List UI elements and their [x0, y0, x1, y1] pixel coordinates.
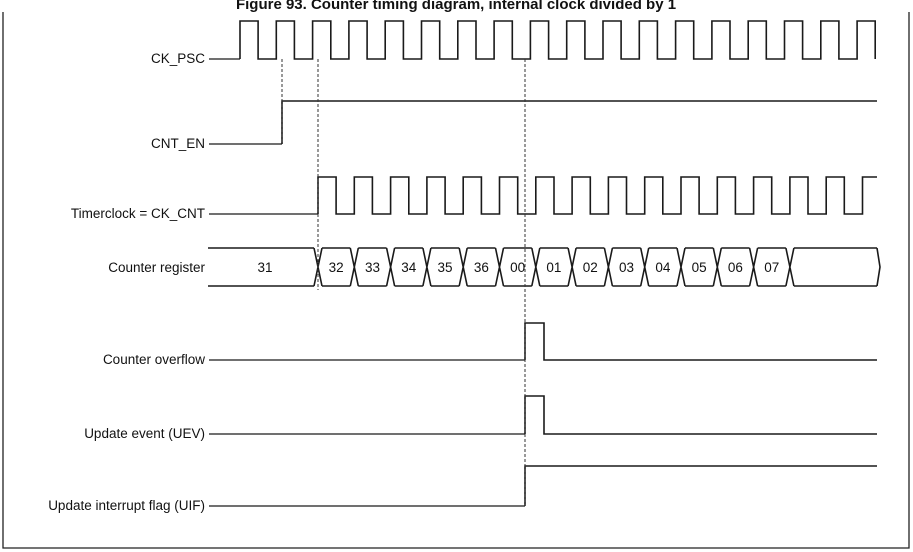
uif-waveform	[524, 465, 877, 506]
counter-bus-tail	[876, 247, 881, 287]
counter-cell-value: 34	[401, 260, 417, 275]
counter-register-bus: 31 32 33 34 35 36 00 01 02 03 04 05 06 07	[208, 247, 881, 287]
counter-cell-value: 03	[619, 260, 634, 275]
label-ck-psc: CK_PSC	[151, 51, 205, 66]
ck-psc-waveform	[239, 20, 876, 60]
label-update-interrupt-flag: Update interrupt flag (UIF)	[48, 498, 205, 513]
counter-cell-value: 02	[583, 260, 598, 275]
label-counter-register: Counter register	[108, 260, 205, 275]
label-cnt-en: CNT_EN	[151, 136, 205, 151]
counter-cell-value: 31	[257, 260, 272, 275]
counter-bus-outline	[208, 247, 877, 287]
counter-cell-value: 01	[546, 260, 561, 275]
diagram-frame	[2, 12, 910, 549]
label-timerclock: Timerclock = CK_CNT	[71, 206, 205, 221]
counter-cell-value: 33	[365, 260, 380, 275]
timerclock-waveform	[317, 176, 877, 215]
counter-cell-value: 00	[510, 260, 525, 275]
counter-cell-value: 32	[329, 260, 344, 275]
counter-cell-value: 04	[655, 260, 671, 275]
counter-overflow-waveform	[524, 322, 877, 361]
counter-cell-value: 05	[692, 260, 707, 275]
counter-cell-value: 07	[764, 260, 779, 275]
update-event-waveform	[524, 395, 877, 435]
counter-cell-value: 06	[728, 260, 743, 275]
label-counter-overflow: Counter overflow	[103, 352, 205, 367]
diagram-caption: Figure 93. Counter timing diagram, inter…	[236, 0, 676, 13]
counter-cell-value: 36	[474, 260, 489, 275]
label-update-event: Update event (UEV)	[84, 426, 205, 441]
cnt-en-waveform	[281, 100, 877, 144]
counter-cell-value: 35	[437, 260, 452, 275]
